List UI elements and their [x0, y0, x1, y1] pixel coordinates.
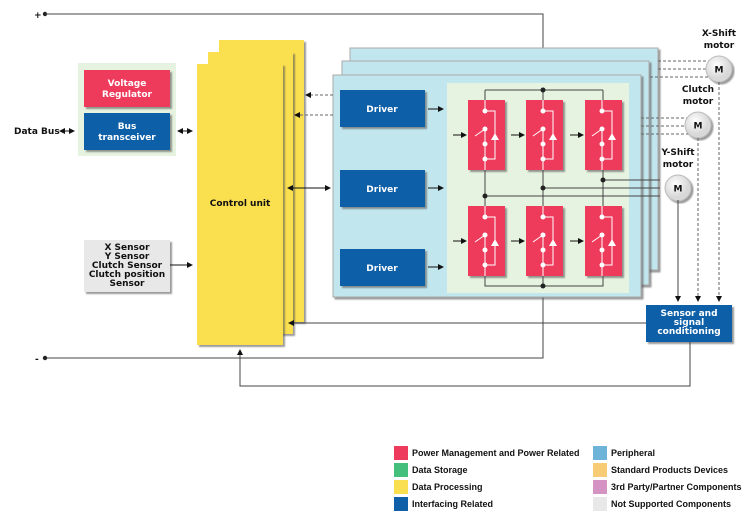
conditioning-return-arrow — [237, 342, 691, 387]
legend-item: Standard Products Devices — [593, 463, 728, 477]
legend-item: Peripheral — [593, 446, 655, 460]
power-switch — [468, 206, 505, 276]
junction-node — [540, 87, 546, 93]
power-switch — [468, 100, 505, 170]
control-unit[interactable]: Control unit — [197, 64, 283, 345]
legend-label: Data Storage — [412, 465, 468, 475]
power-switch — [585, 100, 622, 170]
minus-rail-node — [42, 355, 48, 361]
sensor-label: Y Sensor — [104, 252, 150, 262]
junction-node — [482, 193, 488, 199]
control-unit-label: Control unit — [210, 199, 271, 209]
driver-block-2[interactable]: Driver — [340, 170, 425, 207]
motor-symbol: M — [694, 122, 703, 132]
junction-node — [540, 283, 546, 289]
legend-label: Power Management and Power Related — [412, 448, 580, 458]
legend-swatch — [593, 463, 607, 477]
junction-node — [600, 177, 606, 183]
sensor-label: Sensor — [110, 279, 146, 289]
bus-transceiver-block[interactable]: Bus transceiver — [84, 113, 170, 150]
legend-swatch — [394, 446, 408, 460]
legend-item: 3rd Party/Partner Components — [593, 480, 742, 494]
sensor-conditioning-label: Sensor and — [660, 309, 717, 319]
x-motor-dashed-links — [650, 60, 710, 78]
power-switch — [526, 206, 563, 276]
x-shift-motor-label: motor — [704, 41, 735, 51]
motor-symbol: M — [674, 185, 683, 195]
motor-phase-wiring — [485, 179, 660, 197]
sensor-conditioning-label: conditioning — [657, 327, 720, 337]
legend-swatch — [593, 446, 607, 460]
voltage-regulator-label: Regulator — [102, 90, 153, 100]
legend-swatch — [394, 463, 408, 477]
voltage-regulator-block[interactable]: Voltage Regulator — [84, 70, 170, 107]
legend-item: Not Supported Components — [593, 497, 731, 511]
clutch-motor-label: motor — [683, 97, 714, 107]
minus-rail-label: - — [35, 355, 39, 365]
legend-label: Standard Products Devices — [611, 465, 728, 475]
x-shift-motor[interactable]: M — [705, 55, 733, 83]
y-shift-motor[interactable]: M — [664, 174, 692, 202]
clutch-motor[interactable]: M — [684, 111, 712, 139]
legend-swatch — [593, 497, 607, 511]
legend-item: Interfacing Related — [394, 497, 493, 511]
sensor-conditioning-label: signal — [674, 318, 704, 328]
driver-block-1[interactable]: Driver — [340, 90, 425, 127]
x-shift-motor-label: X-Shift — [702, 29, 737, 39]
clutch-motor-dashed-links — [641, 117, 690, 135]
legend-swatch — [394, 497, 408, 511]
power-switch — [526, 100, 563, 170]
voltage-regulator-label: Voltage — [108, 79, 147, 89]
legend-item: Data Processing — [394, 480, 483, 494]
legend-swatch — [593, 480, 607, 494]
sensor-conditioning-block[interactable]: Sensor and signal conditioning — [646, 305, 732, 342]
driver-label: Driver — [366, 105, 398, 115]
power-switch — [585, 206, 622, 276]
clutch-motor-label: Clutch — [682, 85, 714, 95]
legend-label: 3rd Party/Partner Components — [611, 482, 742, 492]
legend-label: Not Supported Components — [611, 499, 731, 509]
legend-label: Data Processing — [412, 482, 483, 492]
plus-rail-label: + — [34, 11, 42, 21]
bus-transceiver-label: Bus — [118, 122, 137, 132]
legend-label: Interfacing Related — [412, 499, 493, 509]
bus-transceiver-label: transceiver — [98, 133, 156, 143]
legend-label: Peripheral — [611, 448, 655, 458]
legend-item: Power Management and Power Related — [394, 446, 580, 460]
y-shift-motor-label: Y-Shift — [660, 148, 695, 158]
junction-node — [540, 185, 546, 191]
sensor-label: Clutch Sensor — [92, 261, 163, 271]
sensor-label: Clutch position — [89, 270, 165, 280]
motor-symbol: M — [715, 66, 724, 76]
legend-swatch — [394, 480, 408, 494]
data-bus-label: Data Bus — [14, 127, 60, 137]
y-shift-motor-label: motor — [663, 160, 694, 170]
sensor-label: X Sensor — [104, 243, 150, 253]
sensors-block[interactable]: X Sensor Y Sensor Clutch Sensor Clutch p… — [84, 240, 170, 292]
driver-label: Driver — [366, 185, 398, 195]
driver-label: Driver — [366, 264, 398, 274]
driver-block-3[interactable]: Driver — [340, 249, 425, 286]
switch-bridge — [453, 87, 660, 289]
legend-item: Data Storage — [394, 463, 468, 477]
